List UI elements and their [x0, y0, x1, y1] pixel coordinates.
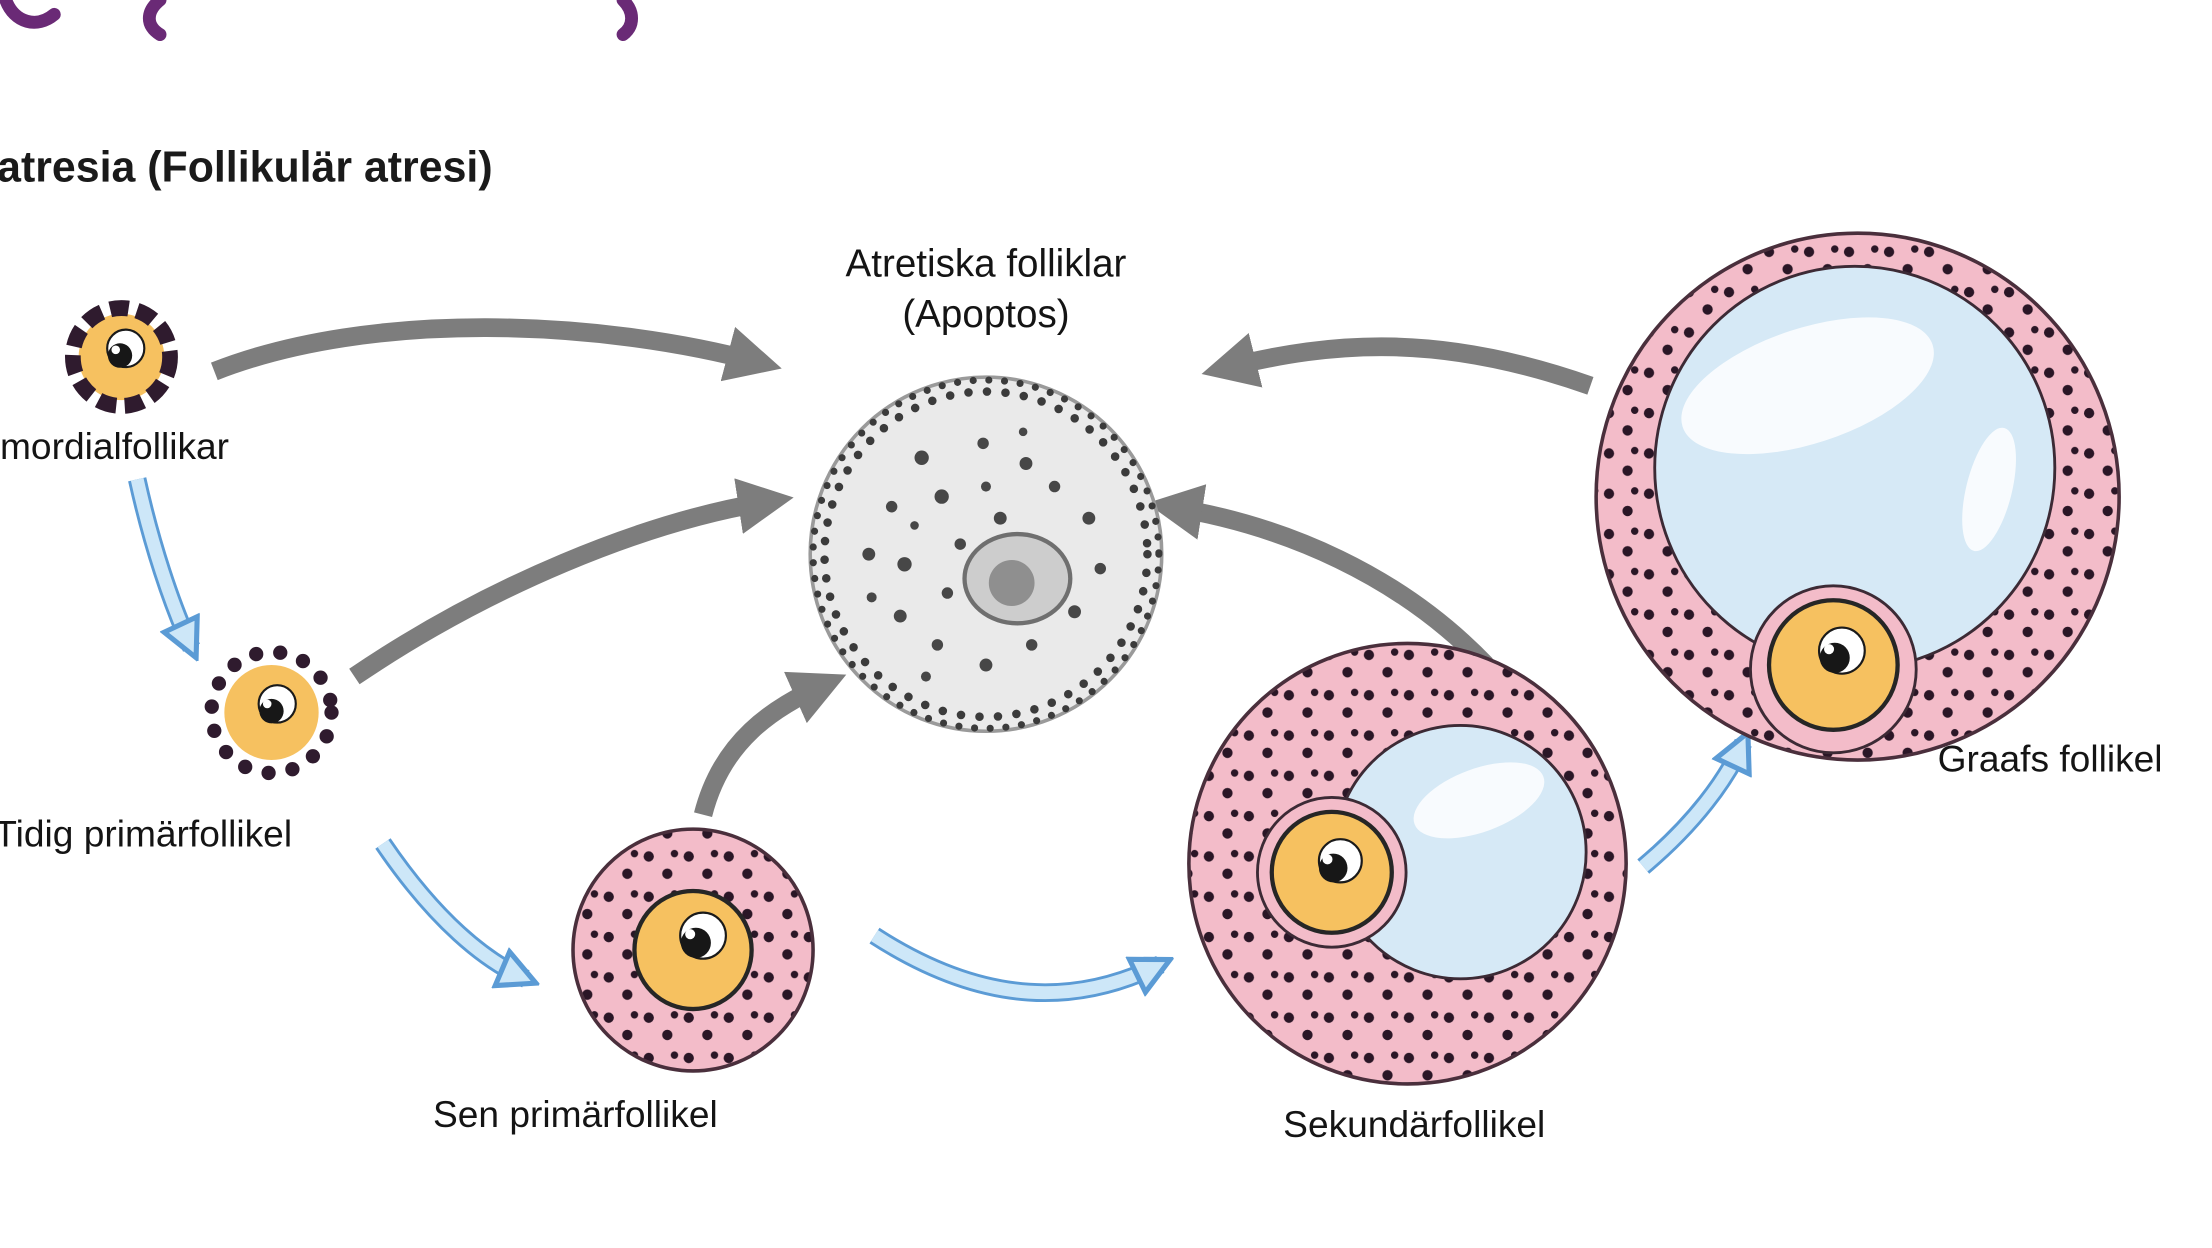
secondary-label: Sekundärfollikel [1283, 1103, 1545, 1145]
gray-arrow-late-primary-to-atresia [694, 671, 847, 818]
secondary-follicle [1187, 641, 1628, 1086]
blue-arrow-primordial-to-early-primary [128, 477, 200, 647]
gray-arrow-primordial-to-atresia [210, 318, 782, 382]
blue-arrow-early-primary-to-late-primary [375, 838, 526, 979]
graafian-label: Graafs follikel [1938, 737, 2163, 779]
atretic-label-line1: Atretiska folliklar [846, 242, 1127, 285]
gray-arrow-graafian-to-atresia [1201, 333, 1594, 395]
atretic-nucleolus [988, 559, 1035, 607]
early-primary-label: Tidig primärfollikel [0, 812, 292, 854]
atretic-follicle [808, 375, 1164, 734]
graafian-follicle [1594, 231, 2121, 762]
atretic-label-line2: (Apoptos) [902, 293, 1069, 336]
gray-arrow-secondary-to-atresia [1146, 484, 1493, 672]
primordial-label: mordialfollikar [0, 425, 229, 467]
atretic-follicle-dots [862, 427, 1106, 682]
blue-arrow-secondary-to-graafian [1637, 743, 1743, 874]
primordial-follicle [65, 300, 178, 414]
page-heading: atresia (Follikulär atresi) [0, 143, 493, 191]
blue-arrow-late-primary-to-secondary [869, 927, 1161, 1003]
late-primary-follicle [571, 827, 815, 1073]
early-primary-follicle [204, 644, 339, 781]
partial-heading-fragment [0, 0, 638, 42]
gray-arrow-early-primary-to-atresia [349, 478, 794, 685]
late-primary-label: Sen primärfollikel [433, 1093, 718, 1135]
